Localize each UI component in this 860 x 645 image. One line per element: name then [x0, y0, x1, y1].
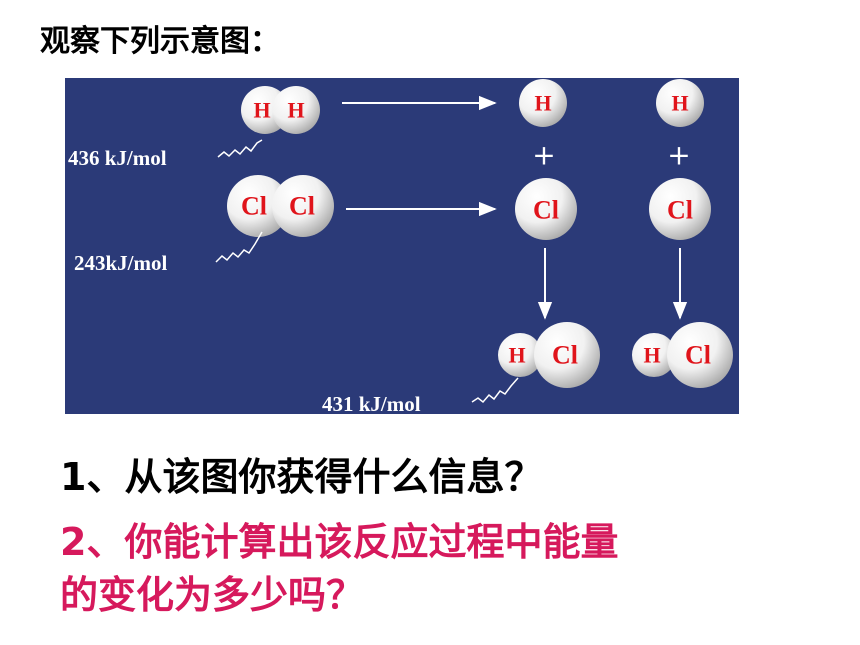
question-2-line-2: 的变化为多少吗？: [60, 573, 365, 617]
h2-molecule: H H: [241, 86, 320, 134]
energy-label-cl-cl: 243kJ/mol: [74, 251, 168, 275]
h-atom-label: H: [508, 343, 525, 368]
cl-atom-label: Cl: [685, 341, 711, 370]
cl-atom: [667, 322, 733, 388]
hcl-molecule: H Cl: [498, 322, 600, 388]
zigzag-pointer: [215, 231, 263, 263]
h-atom: [519, 79, 567, 127]
question-1: 1、从该图你获得什么信息？: [60, 455, 543, 499]
cl-atom-label: Cl: [667, 196, 693, 225]
cl-atom: [515, 178, 577, 240]
energy-label-h-cl: 431 kJ/mol: [322, 392, 421, 416]
cl-atom: [227, 175, 289, 237]
cl-atom-label: Cl: [289, 192, 315, 221]
h-atom-label: H: [534, 91, 551, 116]
cl-atom: [649, 178, 711, 240]
plus-sign: +: [667, 139, 690, 172]
h-atom: [272, 86, 320, 134]
hcl-molecule: H Cl: [632, 322, 733, 388]
energy-label-h-h: 436 kJ/mol: [68, 146, 167, 170]
question-2: 2、你能计算出该反应过程中能量 的变化为多少吗？: [60, 516, 820, 622]
h-atom: [656, 79, 704, 127]
h-atom-label: H: [287, 98, 304, 123]
page-heading: 观察下列示意图：: [40, 24, 280, 59]
h-atom-label: H: [253, 98, 270, 123]
cl-atom-label: Cl: [241, 192, 267, 221]
h-atom: [632, 333, 676, 377]
zigzag-pointer: [217, 139, 263, 158]
plus-sign: +: [532, 139, 555, 172]
diagram-panel: [65, 78, 739, 414]
cl-atom-label: Cl: [552, 341, 578, 370]
h-atom-label: H: [643, 343, 660, 368]
h-atom: [498, 333, 542, 377]
cl-atom-label: Cl: [533, 196, 559, 225]
cl-atom: [272, 175, 334, 237]
cl-atom: [534, 322, 600, 388]
cl2-molecule: Cl Cl: [227, 175, 334, 237]
question-2-line-1: 2、你能计算出该反应过程中能量: [60, 520, 619, 564]
h-atom-label: H: [671, 91, 688, 116]
zigzag-pointer: [471, 377, 519, 404]
